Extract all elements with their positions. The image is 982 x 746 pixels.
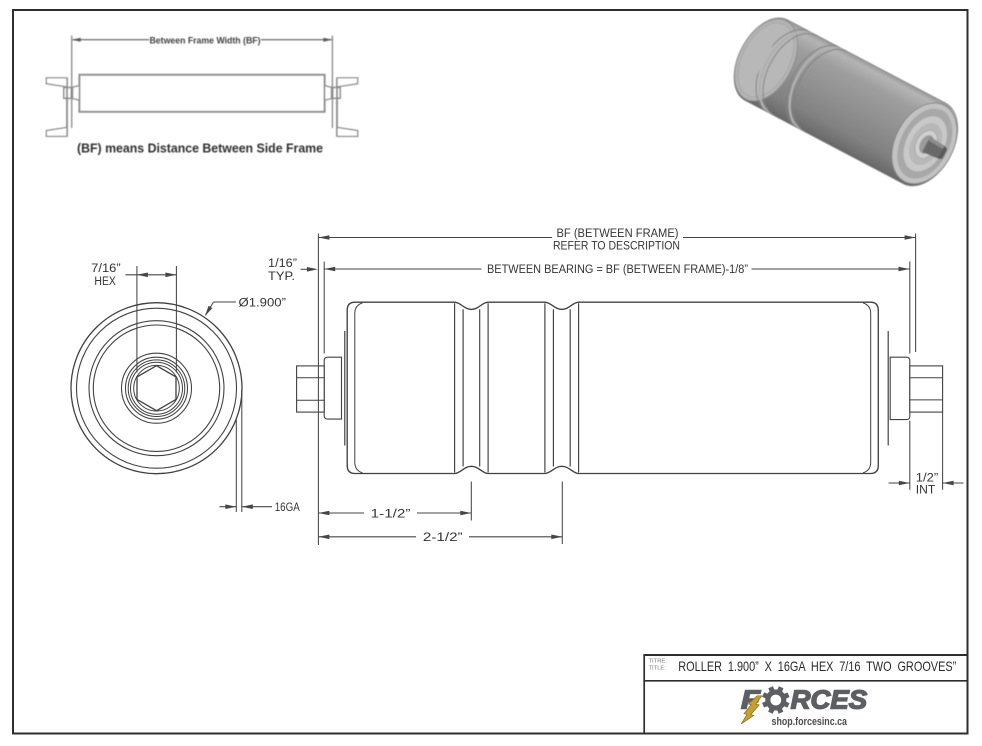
svg-text:BETWEEN BEARING = BF (BETWEEN: BETWEEN BEARING = BF (BETWEEN FRAME)-1/8…: [487, 264, 748, 276]
svg-text:BF (BETWEEN FRAME): BF (BETWEEN FRAME): [557, 228, 679, 240]
svg-text:HEX: HEX: [94, 276, 116, 288]
svg-text:1/2”: 1/2”: [916, 472, 939, 484]
svg-text:ROLLER 1.900” X 16GA HEX 7/16: ROLLER 1.900” X 16GA HEX 7/16 TWO GROOVE…: [678, 659, 956, 674]
svg-text:TITLE:: TITLE:: [649, 665, 667, 671]
svg-text:(BF) means Distance Between Si: (BF) means Distance Between Side Frame: [77, 141, 323, 156]
svg-text:Between Frame Width (BF): Between Frame Width (BF): [150, 36, 261, 46]
svg-text:1-1/2”: 1-1/2”: [371, 508, 411, 520]
svg-text:Ø1.900”: Ø1.900”: [239, 298, 287, 310]
svg-text:TITRE:: TITRE:: [649, 659, 668, 665]
svg-text:RCES: RCES: [791, 687, 868, 715]
svg-text:7/16”: 7/16”: [91, 263, 121, 275]
svg-text:1/16”: 1/16”: [268, 258, 297, 270]
svg-text:2-1/2”: 2-1/2”: [423, 532, 463, 544]
svg-text:INT: INT: [916, 484, 936, 496]
svg-text:shop.forcesinc.ca: shop.forcesinc.ca: [772, 716, 848, 728]
svg-text:16GA: 16GA: [275, 502, 300, 514]
svg-text:TYP.: TYP.: [268, 271, 295, 283]
svg-text:REFER TO DESCRIPTION: REFER TO DESCRIPTION: [553, 240, 680, 252]
